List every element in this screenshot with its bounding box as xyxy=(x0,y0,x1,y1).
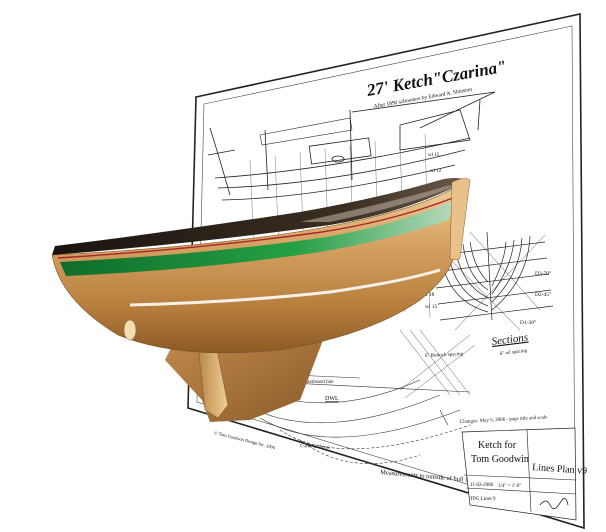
waterline-label: DWL xyxy=(325,396,339,402)
client-line-2: Tom Goodwin xyxy=(471,454,529,465)
hull-topside xyxy=(52,178,468,255)
signature-mark xyxy=(539,498,569,509)
sections-note: 6" wl spacing xyxy=(500,349,528,357)
svg-text:D3-70°: D3-70° xyxy=(535,270,551,277)
buttock-note: 6" Buttock spacing xyxy=(425,352,464,359)
svg-text:wl 18: wl 18 xyxy=(422,292,435,298)
hull-highlight xyxy=(300,185,455,222)
drawing-scale: 1/4" = 1'-0" xyxy=(498,484,521,489)
copyright-note: © Tom Goodwin Design Inc. 2006 xyxy=(214,430,277,450)
drawn-by: TPG Lines 9 xyxy=(470,497,496,502)
curve-of-areas-label: Curve of Areas xyxy=(300,444,331,451)
profile-drawing xyxy=(207,91,496,201)
propeller-glint xyxy=(123,319,137,341)
centerboard-label: Centerboard line xyxy=(300,380,334,385)
drawing-date: 11-02-2006 xyxy=(470,483,494,488)
hull-bottom xyxy=(51,179,469,354)
client-line-1: Ketch for xyxy=(478,440,517,451)
hull-boot-stripe xyxy=(60,200,455,276)
svg-text:wl 15: wl 15 xyxy=(428,153,440,158)
changes-note: Changes: May 5, 2006 - page title and sc… xyxy=(460,415,549,425)
stem xyxy=(449,178,471,261)
svg-text:D2-45°: D2-45° xyxy=(535,291,551,298)
hull-sheer-line xyxy=(57,195,459,259)
body-plan-drawing xyxy=(431,231,554,331)
sections-heading: Sections xyxy=(491,332,529,348)
svg-text:wl 12: wl 12 xyxy=(430,169,442,174)
hull-model xyxy=(51,178,471,422)
sheet-name: Lines Plan v9 xyxy=(532,462,588,477)
title-block xyxy=(461,427,577,521)
svg-text:D1-30°: D1-30° xyxy=(520,319,536,326)
hull-waterline-stripe xyxy=(129,268,441,307)
svg-text:wl 15: wl 15 xyxy=(425,304,438,310)
